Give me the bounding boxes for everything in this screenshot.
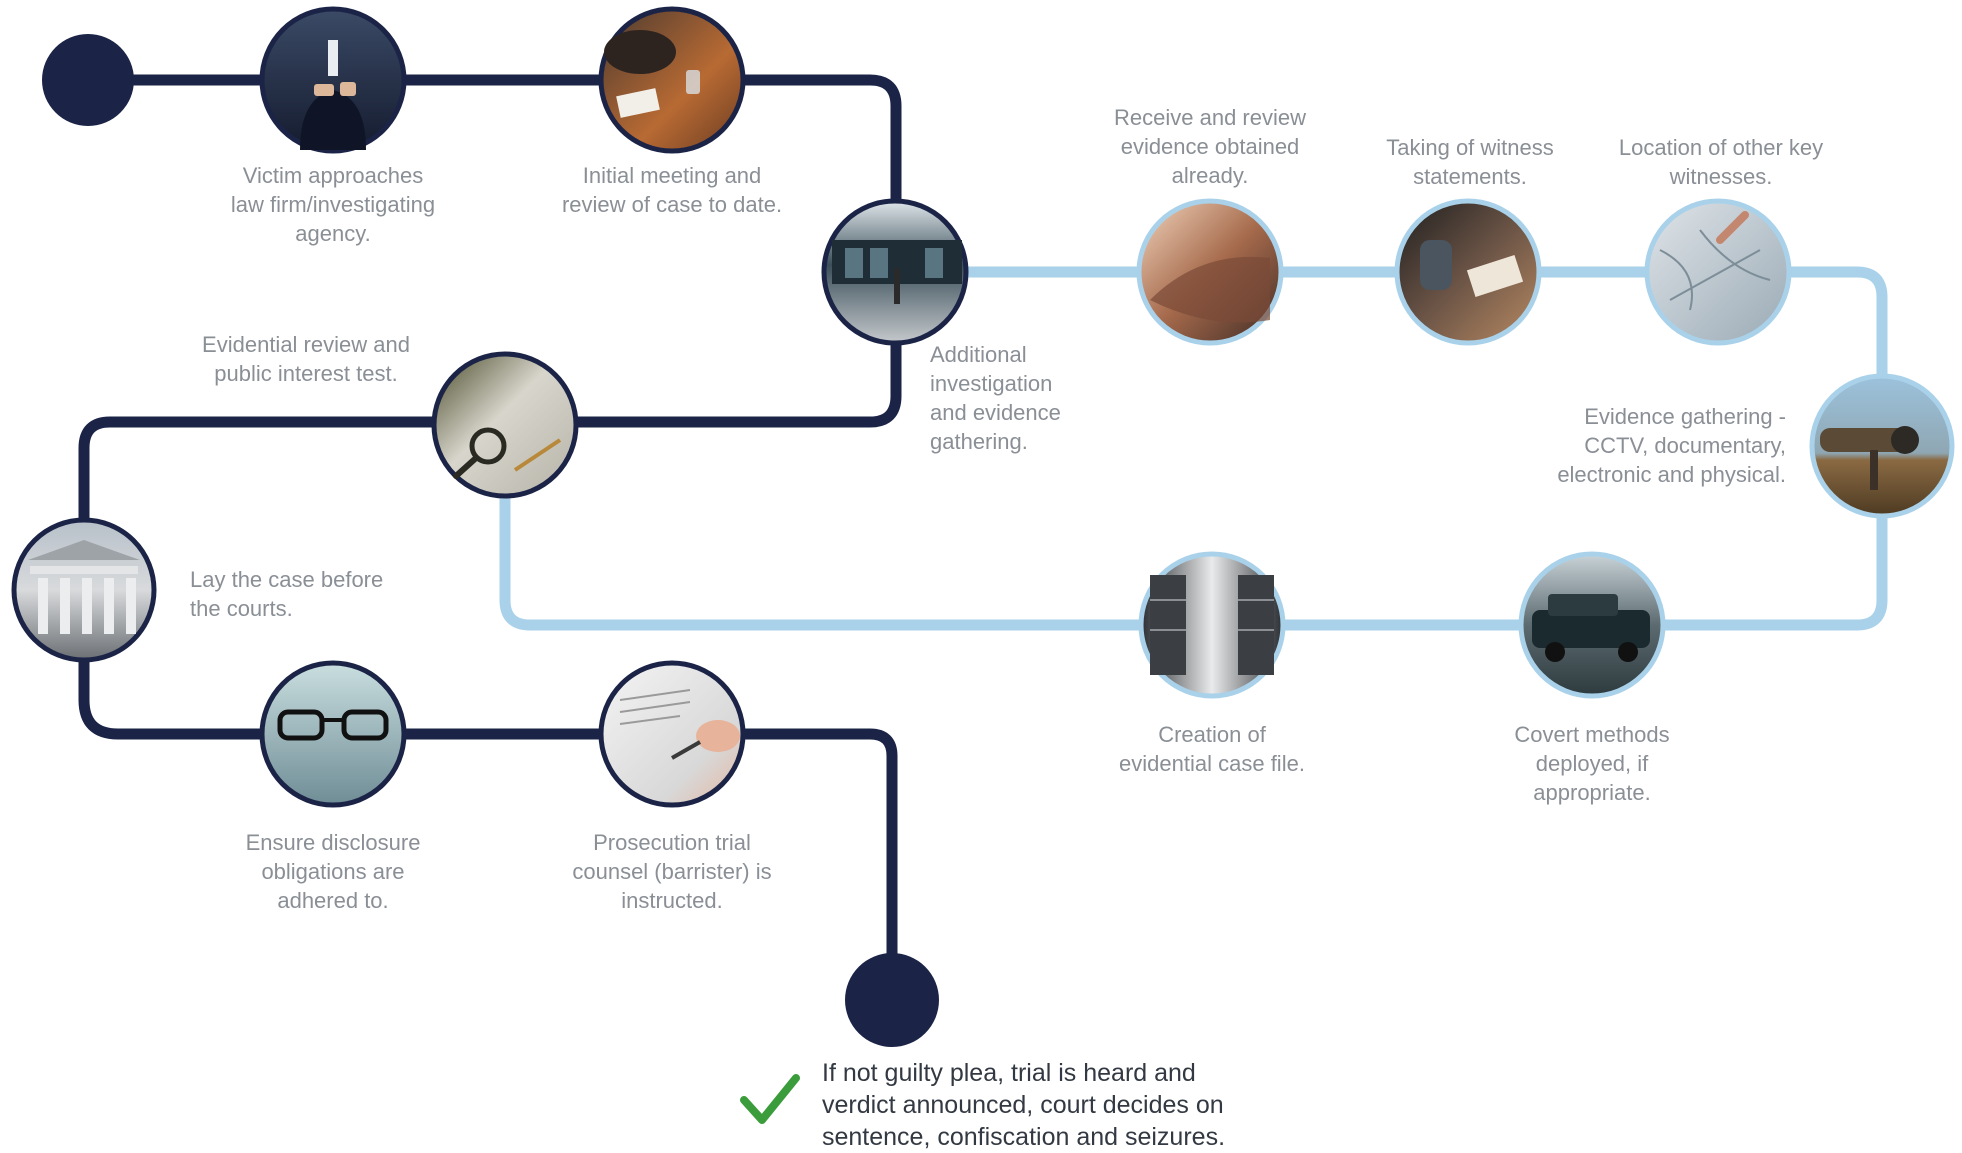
documents-photo xyxy=(1150,256,1270,323)
label-key-witnesses: Location of other key witnesses. xyxy=(1618,135,1824,189)
step-node-case-file xyxy=(1138,551,1286,699)
step-node-evidential-review xyxy=(431,351,579,499)
label-evidential-review: Evidential review and public interest te… xyxy=(202,332,410,386)
step-node-victim xyxy=(259,6,407,154)
businessman-phone-photo xyxy=(300,90,366,150)
step-node-additional-investigation xyxy=(821,198,969,346)
label-case-file: Creation of evidential case file. xyxy=(1119,722,1305,776)
step-node-prosecution-counsel xyxy=(598,660,746,808)
label-receive-evidence: Receive and review evidence obtained alr… xyxy=(1114,105,1306,188)
signing-document-photo xyxy=(619,689,740,760)
label-evidence-gathering: Evidence gathering - CCTV, documentary, … xyxy=(1557,404,1786,487)
binoculars-photo xyxy=(1820,426,1919,490)
dark-flow-path-top xyxy=(78,74,902,1006)
vehicle-photo xyxy=(1532,594,1650,662)
glasses-photo xyxy=(277,709,389,741)
step-node-key-witnesses xyxy=(1644,198,1792,346)
label-initial-meeting: Initial meeting and review of case to da… xyxy=(561,163,783,217)
step-node-evidence-gathering xyxy=(1809,373,1955,519)
step-node-receive-evidence xyxy=(1136,198,1284,346)
map-search-photo xyxy=(1659,211,1771,311)
writing-statement-photo xyxy=(1420,240,1524,298)
label-disclosure: Ensure disclosure obligations are adhere… xyxy=(245,830,421,913)
step-node-disclosure xyxy=(259,660,407,808)
label-additional-investigation: Additional investigation and evidence ga… xyxy=(930,342,1061,454)
courthouse-photo xyxy=(28,540,140,634)
label-victim: Victim approaches law firm/investigating… xyxy=(230,163,436,246)
step-node-lay-case xyxy=(11,517,157,663)
step-node-covert-methods xyxy=(1518,551,1666,699)
step-node-initial-meeting xyxy=(598,6,746,154)
checkmark-icon xyxy=(740,1074,800,1124)
building-photo xyxy=(832,240,962,304)
light-flow-path xyxy=(499,266,1888,631)
magnifying-glass-photo xyxy=(453,427,562,479)
label-lay-case: Lay the case before the courts. xyxy=(190,567,384,621)
label-covert-methods: Covert methods deployed, if appropriate. xyxy=(1514,722,1670,805)
start-node xyxy=(42,34,134,126)
step-node-witness-statements xyxy=(1394,198,1542,346)
end-node xyxy=(845,953,939,1047)
meeting-table-photo xyxy=(604,30,700,118)
final-outcome-text: If not guilty plea, trial is heard and v… xyxy=(822,1059,1226,1151)
label-witness-statements: Taking of witness statements. xyxy=(1386,135,1554,189)
archive-shelves-photo xyxy=(1150,575,1274,675)
label-prosecution-counsel: Prosecution trial counsel (barrister) is… xyxy=(572,830,772,913)
